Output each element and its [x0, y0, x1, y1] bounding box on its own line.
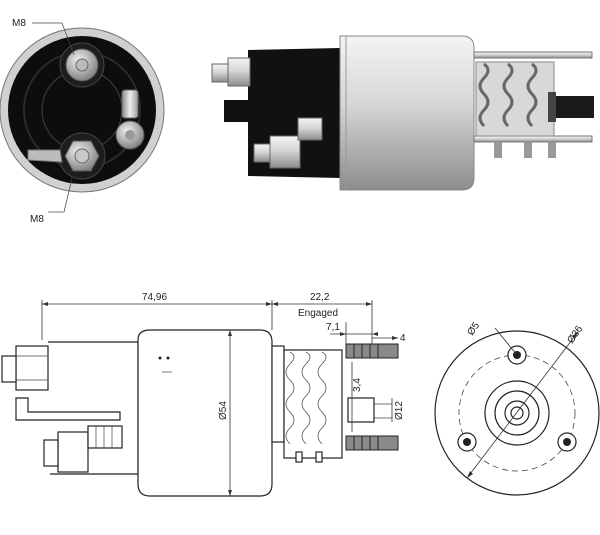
photo-side-view — [211, 35, 594, 191]
bottom-terminal-label: M8 — [30, 214, 44, 225]
drawing-front-view: Ø5 Ø36 — [434, 320, 600, 496]
dim-4-label: 4 — [400, 333, 406, 344]
dim-7-1-label: 7,1 — [326, 322, 340, 333]
plunger-diameter-label: Ø12 — [394, 401, 405, 420]
hole-diameter-label: Ø5 — [465, 320, 482, 338]
drawing-side-view: 74,96 22,2 Engaged 7,1 4 3,4 Ø54 Ø12 — [1, 292, 406, 497]
engaged-label: Engaged — [298, 308, 338, 319]
photo-end-view: M8 M8 — [0, 18, 165, 225]
body-diameter-label: Ø54 — [218, 401, 229, 420]
overall-length-label: 74,96 — [142, 292, 167, 303]
dim-3-4-label: 3,4 — [352, 378, 363, 392]
plunger-travel-label: 22,2 — [310, 292, 330, 303]
top-terminal-label: M8 — [12, 18, 26, 29]
bolt-circle-diameter-label: Ø36 — [565, 324, 585, 346]
